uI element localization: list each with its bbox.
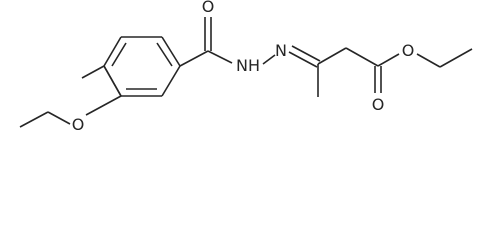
double-bond-inner <box>111 42 127 67</box>
atom-label-nitrogen-h: N <box>236 56 248 75</box>
ester-group: O O <box>372 41 473 114</box>
ethoxy-group: O <box>19 65 122 134</box>
double-bond <box>291 45 321 62</box>
atom-label-oxygen-ether: O <box>72 115 85 134</box>
hydrazone-linkage: N H N <box>236 41 321 75</box>
bond <box>19 111 49 128</box>
bond <box>103 65 122 97</box>
bond <box>103 36 122 67</box>
bond <box>439 48 473 68</box>
bond <box>345 47 379 67</box>
bond <box>85 95 122 116</box>
bond <box>161 65 181 97</box>
backbone <box>317 47 379 97</box>
bond <box>81 65 105 79</box>
bond <box>179 50 209 67</box>
bond <box>262 54 276 65</box>
bond <box>207 50 233 64</box>
atom-label-oxygen-ester-carbonyl: O <box>372 95 385 114</box>
atom-label-oxygen-ester: O <box>402 41 415 60</box>
double-bond <box>288 51 318 68</box>
double-bond-inner <box>156 42 173 67</box>
bond <box>317 47 347 65</box>
atom-label-nitrogen-imine: N <box>275 41 287 60</box>
atom-label-oxygen-amide: O <box>202 0 215 16</box>
bond <box>161 36 181 67</box>
bond <box>416 53 441 68</box>
amide-carbonyl: O <box>179 0 233 67</box>
chemical-structure: O N H N O O O <box>19 0 473 134</box>
bond <box>377 53 400 67</box>
atom-label-hydrogen: H <box>248 56 260 75</box>
bond <box>47 111 71 125</box>
